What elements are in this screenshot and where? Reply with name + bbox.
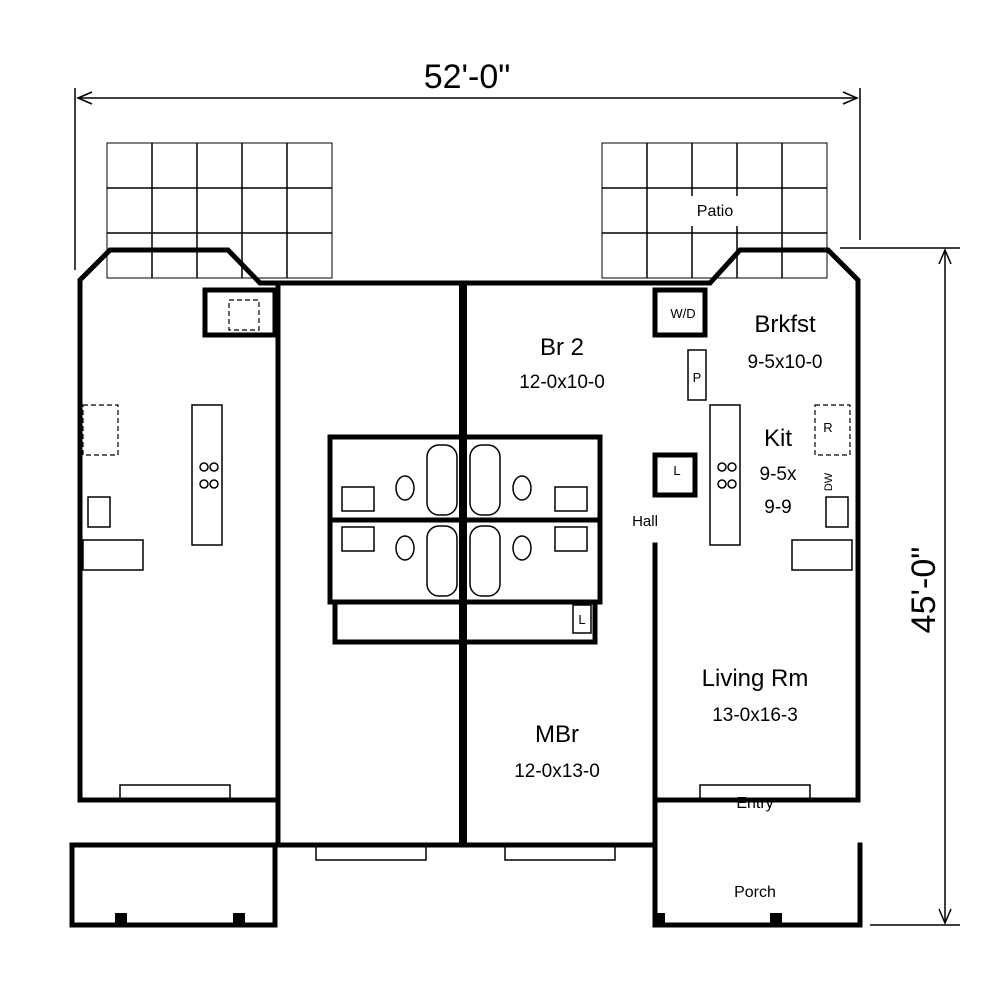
- hall-label: Hall: [632, 513, 658, 530]
- kit-size-2: 9-9: [764, 497, 791, 518]
- living-size: 13-0x16-3: [712, 705, 798, 726]
- width-dimension: 52'-0": [74, 58, 861, 270]
- mbr-label: MBr: [535, 721, 579, 748]
- brkfst-label: Brkfst: [754, 311, 816, 338]
- entry-label: Entry: [736, 795, 773, 812]
- patio-left: [106, 142, 333, 279]
- porches: [69, 784, 863, 928]
- kitchen-left: [82, 287, 278, 571]
- br2-size: 12-0x10-0: [519, 372, 605, 393]
- dishwasher-label: DW: [823, 472, 835, 491]
- patio-right: Patio: [601, 142, 828, 279]
- brkfst-size: 9-5x10-0: [748, 352, 823, 373]
- linen-label-2: L: [578, 612, 585, 627]
- depth-label: 45'-0": [905, 547, 943, 634]
- kit-size-1: 9-5x: [760, 464, 797, 485]
- depth-dimension: 45'-0": [840, 247, 960, 926]
- room-labels: Br 2 12-0x10-0 Brkfst 9-5x10-0 Kit 9-5x …: [514, 311, 822, 901]
- mbr-size: 12-0x13-0: [514, 761, 600, 782]
- bathrooms: [327, 434, 603, 645]
- washer-dryer-label: W/D: [670, 306, 695, 321]
- linen-label-1: L: [673, 463, 680, 478]
- living-label: Living Rm: [702, 665, 809, 692]
- kitchen-right: R DW W/D P L L: [572, 287, 853, 634]
- width-label: 52'-0": [424, 58, 511, 96]
- patio-label: Patio: [697, 203, 734, 220]
- kit-label: Kit: [764, 425, 792, 452]
- refrigerator-label: R: [823, 420, 832, 435]
- porch-label: Porch: [734, 884, 776, 901]
- br2-label: Br 2: [540, 334, 584, 361]
- pantry-label: P: [693, 370, 702, 385]
- exterior-walls: [77, 247, 861, 848]
